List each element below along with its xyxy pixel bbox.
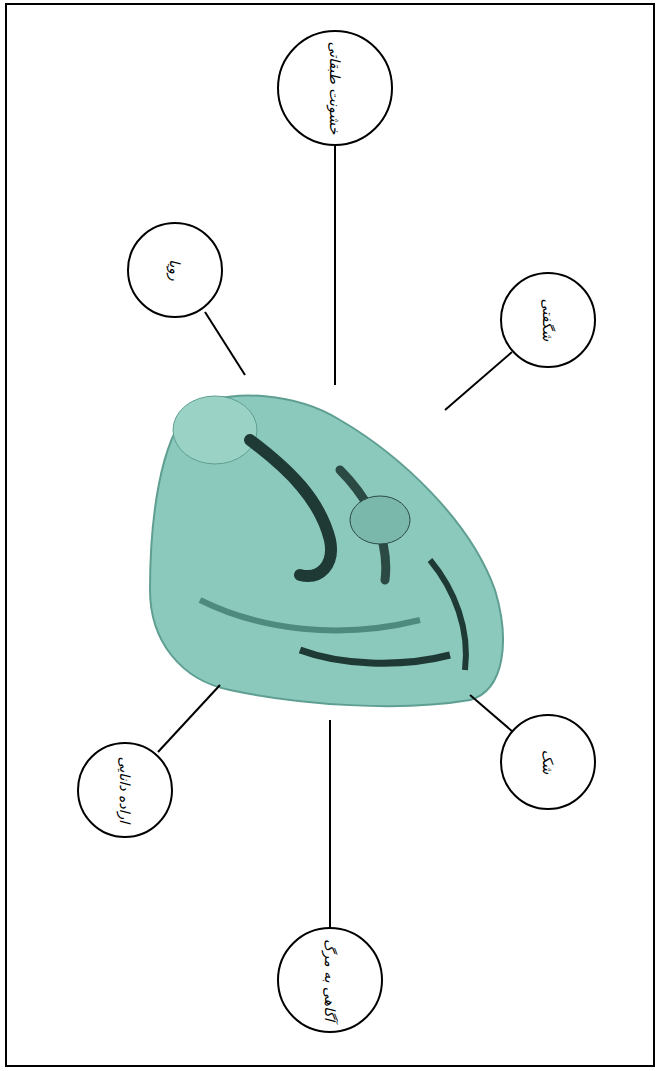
label-circle: خشونت طبقاتی [277,30,394,147]
leader-line [158,685,220,752]
label-circle: آگاهی به مرگ [277,927,383,1033]
sculpture-arm [250,440,331,576]
sculpture-body [150,396,503,707]
sculpture-fold [430,560,466,670]
circle-label: خشونت طبقاتی [327,42,344,135]
sculpture-head [173,396,257,464]
leader-line [470,695,513,732]
sculpture-fold [300,650,450,663]
leader-line [205,312,245,375]
label-circle: شک [500,714,596,810]
label-circle: اراده دانایی [77,742,173,838]
circle-label: شگفتی [540,299,557,341]
sculpture-head [350,496,410,544]
leader-line [445,352,512,410]
circle-label: آگاهی به مرگ [322,939,339,1021]
frame [6,4,654,1066]
sculpture [150,396,503,707]
sculpture-fold [200,600,420,630]
leader-line [334,140,336,385]
circle-label: اراده دانایی [117,757,134,823]
circle-label: رویا [167,259,184,281]
label-circle: شگفتی [500,272,596,368]
leader-line [329,720,331,930]
circle-label: شک [540,750,557,774]
label-circle: رویا [127,222,223,318]
